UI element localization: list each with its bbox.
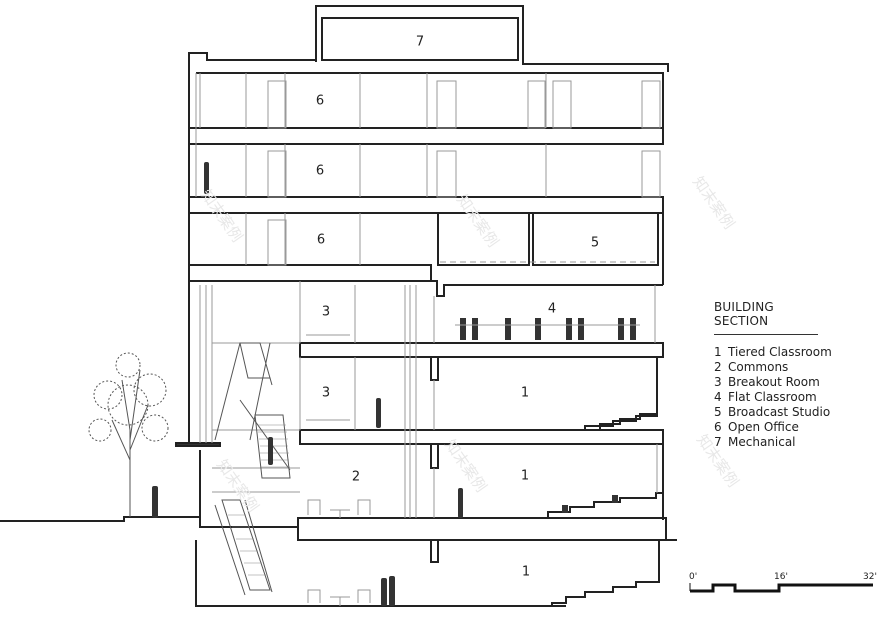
room-label-broadcast-studio: 5 — [590, 235, 600, 251]
room-label-open-office: 6 — [315, 163, 325, 179]
room-label-breakout-room: 3 — [321, 385, 331, 401]
room-label-breakout-room: 3 — [321, 304, 331, 320]
legend-number: 2 — [714, 360, 722, 374]
slab-2 — [299, 429, 664, 445]
legend-label: Tiered Classroom — [728, 345, 832, 359]
legend-label: Breakout Room — [728, 375, 820, 389]
legend-label: Open Office — [728, 420, 799, 434]
legend-number: 7 — [714, 435, 722, 449]
legend-item: 7 Mechanical — [714, 435, 832, 450]
slab-3 — [299, 342, 664, 358]
room-label-tiered-classroom: 1 — [520, 385, 530, 401]
ground-line — [0, 516, 298, 528]
legend-item: 3 Breakout Room — [714, 375, 832, 390]
legend-label: Flat Classroom — [728, 390, 817, 404]
scale-label-16: 16' — [774, 572, 788, 582]
scale-label-0: 0' — [689, 572, 698, 582]
scale-bar — [690, 583, 873, 593]
legend-label: Mechanical — [728, 435, 796, 449]
slab-1 — [297, 517, 667, 541]
room-label-open-office: 6 — [315, 93, 325, 109]
legend-number: 3 — [714, 375, 722, 389]
people-figures — [152, 162, 636, 606]
room-label-tiered-classroom: 1 — [521, 564, 531, 580]
legend-number: 1 — [714, 345, 722, 359]
legend-item: 6 Open Office — [714, 420, 832, 435]
slab-4 — [188, 264, 432, 282]
room-label-open-office: 6 — [316, 232, 326, 248]
legend-item: 5 Broadcast Studio — [714, 405, 832, 420]
legend-label: Broadcast Studio — [728, 405, 831, 419]
tree — [88, 352, 169, 517]
legend-number: 4 — [714, 390, 722, 404]
slab-5 — [188, 196, 664, 214]
legend-item: 1 Tiered Classroom — [714, 345, 832, 360]
stair-lower — [214, 499, 273, 596]
legend-number: 5 — [714, 405, 722, 419]
room-label-tiered-classroom: 1 — [520, 468, 530, 484]
stair-upper — [214, 342, 271, 441]
scale-label-32: 32' — [863, 572, 877, 582]
slab-roof — [188, 127, 664, 145]
legend-item: 4 Flat Classroom — [714, 390, 832, 405]
legend: BUILDING SECTION 1 Tiered Classroom 2 Comm… — [714, 300, 832, 450]
stair-middle — [254, 414, 291, 479]
legend-title: BUILDING SECTION — [714, 300, 818, 335]
room-label-flat-classroom: 4 — [547, 301, 557, 317]
room-label-commons: 2 — [351, 469, 361, 485]
legend-label: Commons — [728, 360, 789, 374]
mechanical-penthouse — [315, 5, 524, 62]
legend-item: 2 Commons — [714, 360, 832, 375]
room-label-mechanical: 7 — [415, 34, 425, 50]
legend-number: 6 — [714, 420, 722, 434]
